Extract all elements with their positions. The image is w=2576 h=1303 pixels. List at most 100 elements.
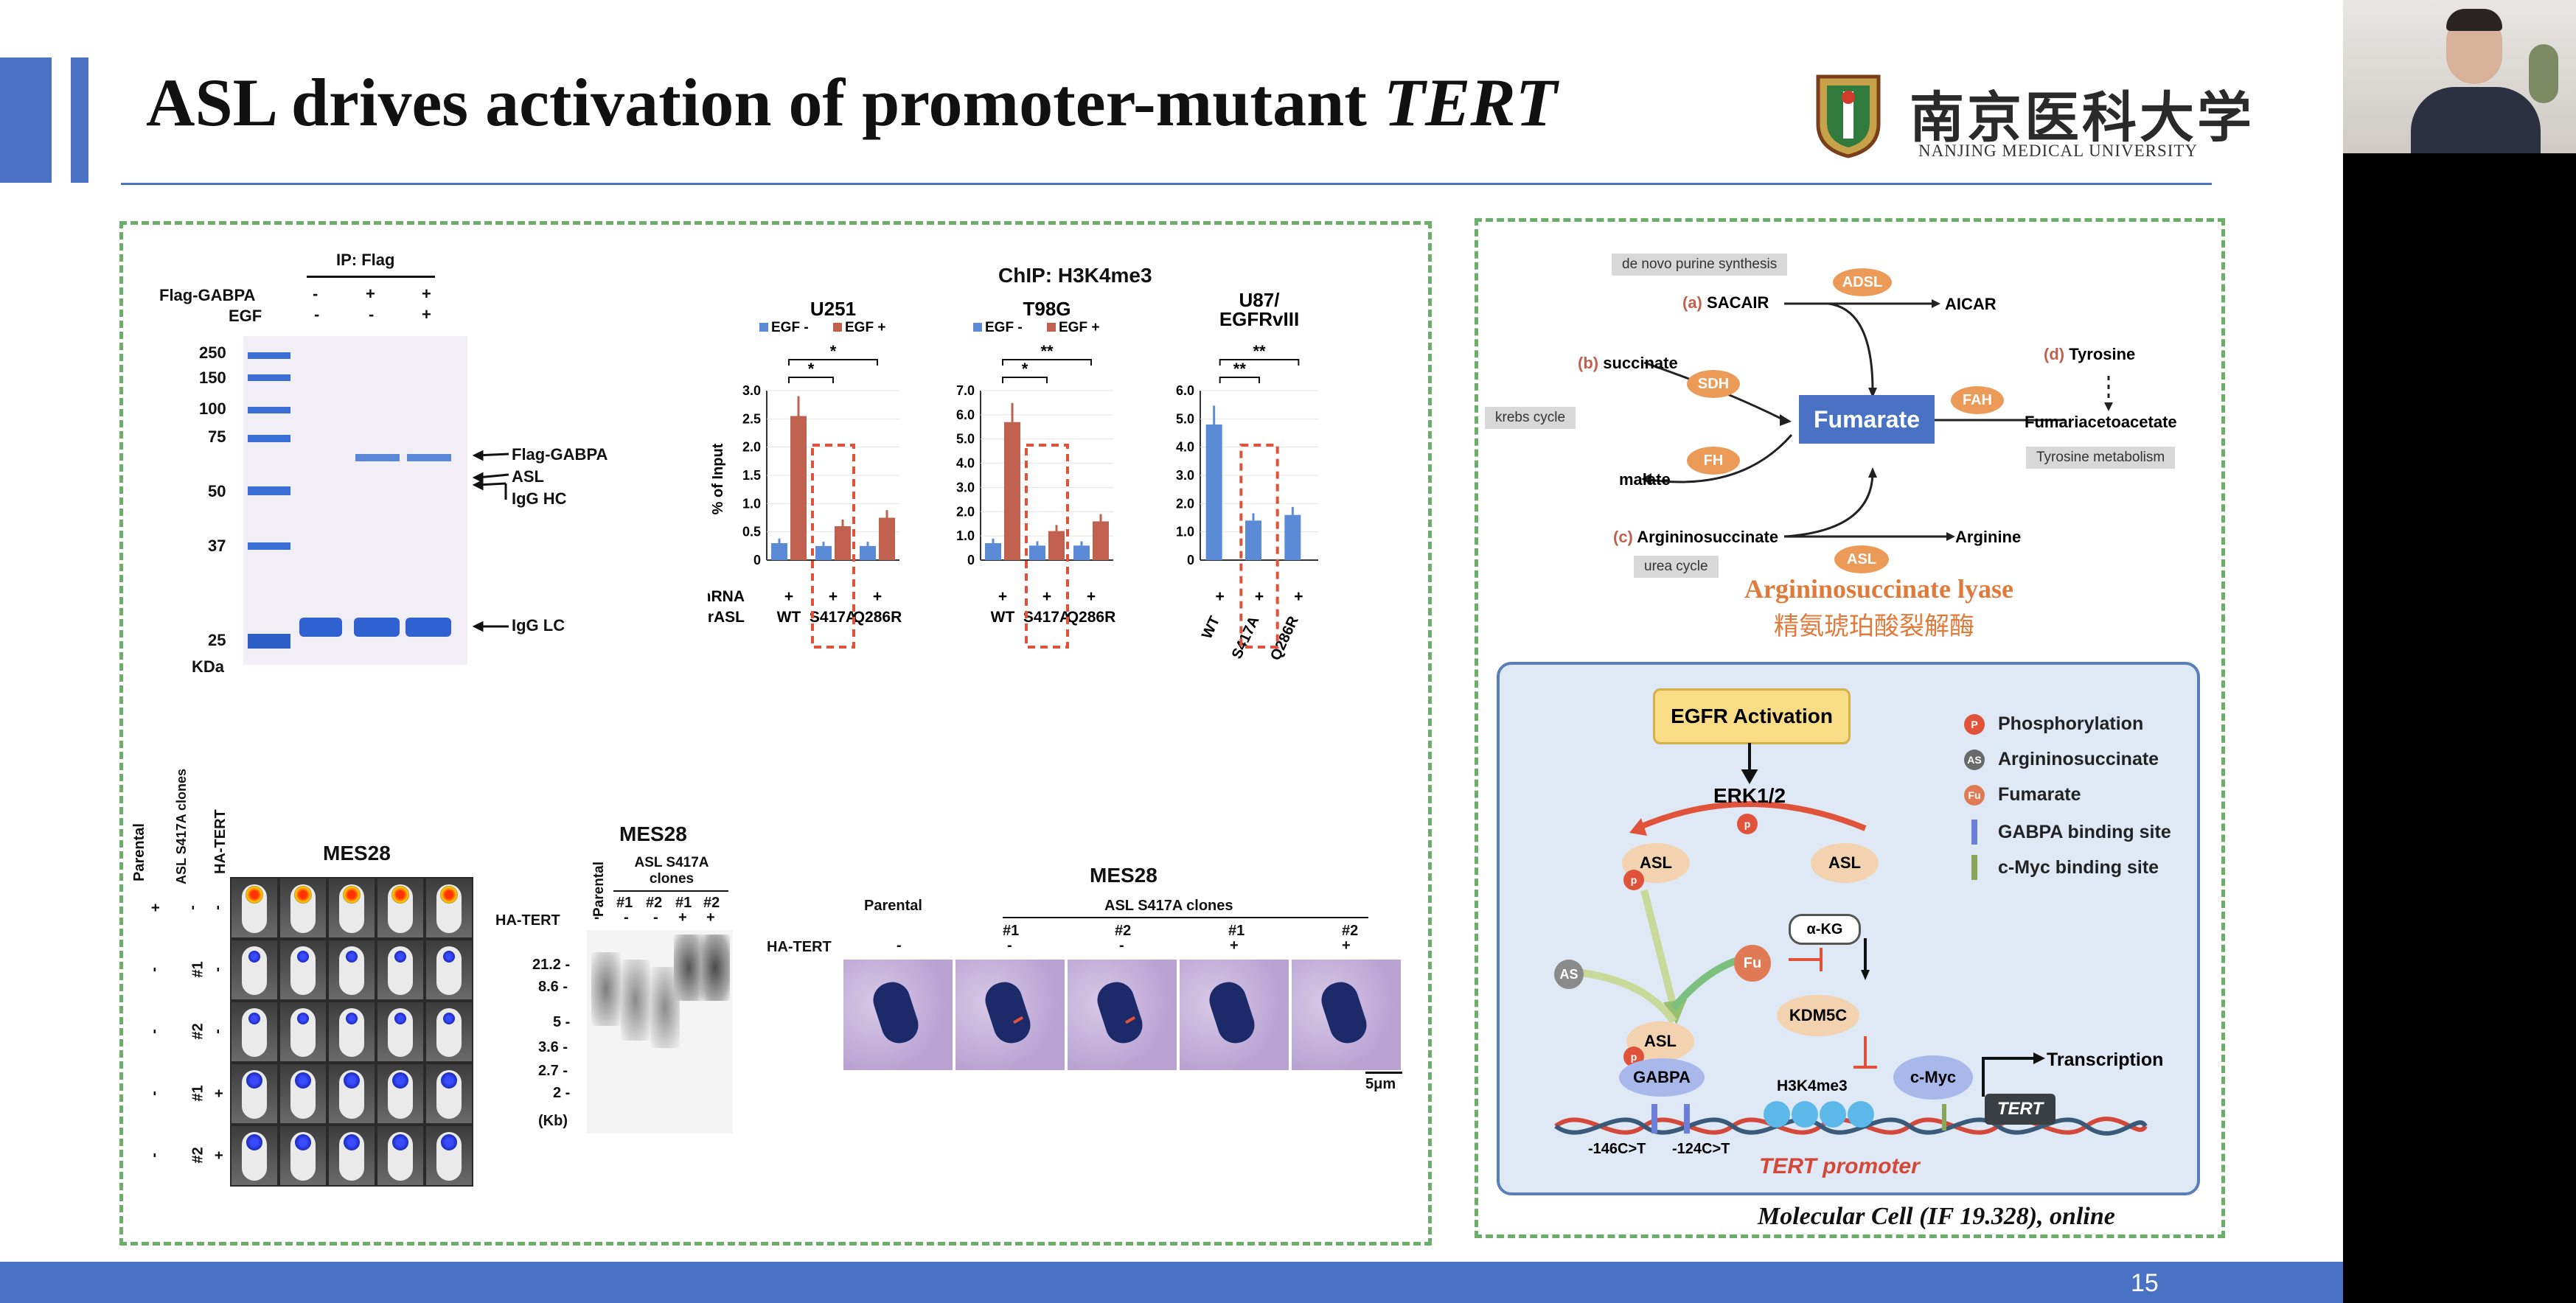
- legend-text: c-Myc binding site: [1998, 856, 2159, 878]
- mouse-image: [232, 1002, 277, 1061]
- slide-canvas: ASL drives activation of promoter-mutant…: [0, 57, 2343, 1303]
- mouse-image: [232, 1064, 277, 1123]
- bioluminescence-signal: [295, 1072, 311, 1089]
- chip-sign: +: [829, 588, 838, 605]
- chip-ytick: 0: [1187, 553, 1194, 567]
- tert-promoter-label: TERT promoter: [1759, 1154, 1920, 1178]
- chip-bar: [835, 526, 851, 560]
- de-novo-box: de novo purine synthesis: [1612, 254, 1788, 276]
- chip-sign: +: [873, 588, 882, 605]
- bioluminescence-signal: [294, 886, 312, 904]
- pathway-arrows: [1641, 299, 2113, 541]
- chip-ytick: 0.5: [742, 525, 761, 539]
- mice-col-label: Parental: [131, 823, 147, 881]
- metaphase-image: [955, 960, 1065, 1070]
- chip-sign: +: [1294, 588, 1303, 605]
- sig-bracket: [1002, 359, 1092, 366]
- chip-ytick: 1.0: [1176, 525, 1194, 539]
- bioluminescence-signal: [297, 951, 309, 963]
- mice-row-label: +: [147, 903, 164, 912]
- legend-text: Argininosuccinate: [1998, 749, 2159, 769]
- left-panel-frame: [119, 221, 1432, 1246]
- mice-title: MES28: [323, 842, 391, 864]
- sig-bracket: [788, 359, 878, 366]
- chip-title: ChIP: H3K4me3: [998, 264, 1152, 287]
- chip-ytick: 4.0: [956, 456, 975, 471]
- akg-box: α-KG: [1789, 914, 1861, 945]
- right-panel-frame: [1475, 218, 2225, 1238]
- chip-chart-title: T98G: [1023, 298, 1071, 320]
- chip-row-label: ASL shRNA: [708, 588, 745, 605]
- chip-xlabel: S417A: [810, 609, 857, 626]
- chip-bar: [771, 543, 787, 560]
- university-name-cn: 南京医科大学: [1910, 88, 2255, 149]
- ip-row-label-2: EGF: [229, 307, 262, 325]
- trf-marker: 2.7 -: [538, 1063, 568, 1079]
- ip-sign: -: [313, 284, 318, 303]
- urea-box: urea cycle: [1634, 556, 1719, 578]
- legend-bar-icon: [1971, 855, 1977, 880]
- bioluminescence-signal: [346, 951, 358, 963]
- mouse-image: [280, 1064, 326, 1123]
- gabpa: GABPA: [1619, 1058, 1705, 1097]
- mouse-image: [232, 878, 277, 937]
- mouse-image: [426, 1064, 472, 1123]
- pathway-fumaracetoacetate: Fumariacetoacetate: [2025, 413, 2177, 431]
- mouse-image: [377, 1126, 423, 1185]
- mice-row-label: -: [145, 1091, 162, 1096]
- trf-marker: 2 -: [553, 1085, 571, 1101]
- cmyc: c-Myc: [1893, 1055, 1973, 1100]
- trf-col-clones: ASL S417A clones: [634, 855, 709, 887]
- trf-marker: 5 -: [553, 1014, 571, 1030]
- metaphase-image: [1068, 960, 1177, 1070]
- chip-sign: +: [1216, 588, 1225, 605]
- bioluminescence-signal: [391, 886, 409, 904]
- metaphase-images: [843, 960, 1405, 1070]
- mouse-image: [329, 1126, 375, 1185]
- ip-marker: 37: [208, 537, 226, 555]
- legend-swatch-egf-plus: [833, 323, 842, 332]
- trf-unit: (Kb): [538, 1113, 568, 1129]
- bioluminescence-signal: [246, 1134, 262, 1150]
- mice-image-grid: [230, 877, 473, 1187]
- title-underline: [121, 183, 2212, 185]
- bioluminescence-signal: [443, 951, 455, 963]
- mouse-image: [426, 878, 472, 937]
- ip-marker: 150: [199, 368, 226, 387]
- metaphase-ha-sign: -: [1007, 937, 1012, 954]
- bioluminescence-signal: [394, 1013, 406, 1024]
- trf-ha-sign: -: [594, 909, 599, 926]
- legend-symbol-icon: P: [1964, 713, 1985, 735]
- slide-title: ASL drives activation of promoter-mutant…: [146, 65, 1557, 140]
- chip-xlabel: S417A: [1229, 614, 1263, 662]
- krebs-box: krebs cycle: [1485, 407, 1576, 429]
- chip-ytick: 7.0: [956, 383, 975, 398]
- pathway-arginine: Arginine: [1955, 528, 2022, 546]
- trf-ha-label: HA-TERT: [495, 912, 560, 929]
- s417a-highlight-box: [1025, 444, 1069, 649]
- trf-title: MES28: [619, 822, 687, 845]
- model-legend-item: GABPA binding site: [1964, 820, 2171, 845]
- chip-bar: [1029, 545, 1045, 560]
- university-name-en: NANJING MEDICAL UNIVERSITY: [1918, 142, 2199, 160]
- metaphase-clones-line: [1003, 917, 1368, 918]
- presenter-hair: [2446, 9, 2502, 31]
- chip-bar: [985, 543, 1001, 560]
- bioluminescence-signal: [248, 1013, 260, 1024]
- asl-english: Argininosuccinate lyase: [1744, 574, 2013, 604]
- chip-ytick: 6.0: [1176, 383, 1194, 398]
- ip-sign: -: [314, 305, 320, 324]
- chip-ytick: 3.0: [956, 480, 975, 495]
- ip-marker: 75: [208, 427, 226, 446]
- scale-bar: [1365, 1072, 1402, 1074]
- chromosome-cluster: [868, 977, 923, 1048]
- ip-unit: KDa: [192, 657, 225, 676]
- bioluminescence-signal: [346, 1013, 358, 1024]
- bioluminescence-signal: [440, 886, 458, 904]
- mice-col-label: HA-TERT: [212, 809, 229, 874]
- chromosome-cluster: [1205, 977, 1259, 1048]
- mice-row-label: +: [211, 1150, 228, 1160]
- egfr-box: EGFR Activation: [1653, 688, 1851, 744]
- metaphase-image: [843, 960, 953, 1070]
